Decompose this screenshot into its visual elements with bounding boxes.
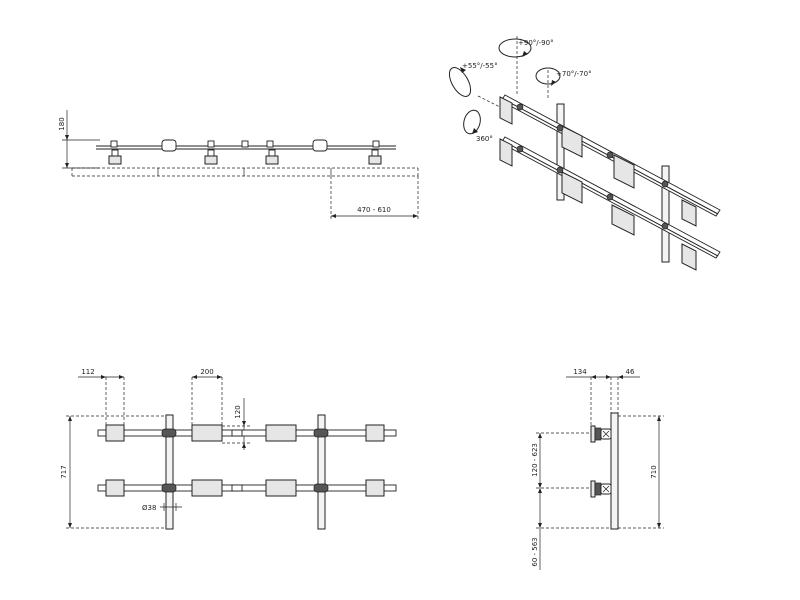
isometric-view: +90°/-90° +55°/-55° +70°/-70° 360°: [448, 36, 721, 271]
range-upper-label: 120 - 623: [531, 443, 539, 477]
diameter-label: Ø38: [142, 504, 156, 512]
height-710-label: 710: [650, 465, 658, 478]
width-200-label: 200: [200, 368, 213, 376]
rotation-label-left: +55°/-55°: [462, 62, 498, 70]
height-120-label: 120: [234, 405, 242, 418]
rotation-arrow-bottom: 360°: [463, 109, 493, 143]
reach-dim-label: 470 - 610: [357, 206, 391, 214]
depth-134-label: 134: [573, 368, 587, 376]
rotation-arrow-right: +70°/-70°: [535, 67, 592, 100]
end-view: 134 46 710 120 - 623 60 - 563: [531, 368, 664, 570]
height-717-label: 717: [60, 465, 68, 478]
rotation-label-right: +70°/-70°: [556, 70, 592, 78]
rotation-label-bottom: 360°: [476, 135, 493, 143]
rotation-label-top: +90°/-90°: [518, 39, 554, 47]
front-view: 112 200 120 717 Ø38: [60, 368, 397, 530]
rotation-arrow-top: +90°/-90°: [498, 36, 554, 96]
rotation-arrow-left: +55°/-55°: [448, 62, 498, 97]
height-dim-label: 180: [58, 117, 66, 130]
side-view: 180: [58, 110, 419, 220]
width-112-label: 112: [81, 368, 94, 376]
depth-46-label: 46: [626, 368, 635, 376]
range-lower-label: 60 - 563: [531, 537, 539, 566]
